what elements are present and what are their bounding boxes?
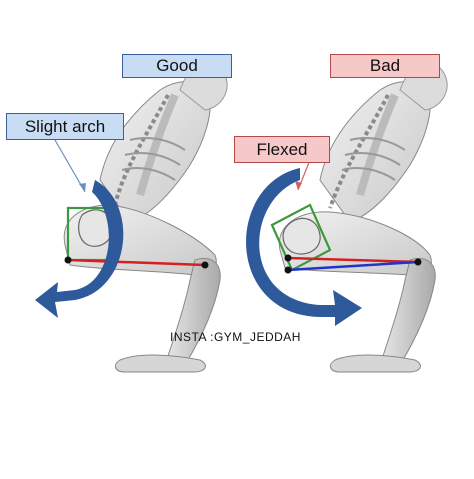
watermark-text: INSTA :GYM_JEDDAH [170,330,301,344]
slight-arch-label: Slight arch [6,113,124,140]
bad-label: Bad [330,54,440,78]
good-knee-dot [201,261,209,269]
slight-arch-pointer-head [79,183,86,192]
bad-hip-dot-lower [284,266,292,274]
slight-arch-pointer [54,139,86,193]
bad-blue-line [287,260,419,272]
bad-curve-arrow [246,168,362,326]
bad-red-line [287,256,419,264]
good-squat-figure [35,62,228,373]
bad-knee-dot [414,258,422,266]
good-curve-arrow [35,180,124,318]
flexed-pointer-head [295,181,302,190]
bad-hip-dot-upper [284,254,292,262]
bad-squat-figure [246,62,448,373]
flexed-label: Flexed [234,136,330,163]
good-label: Good [122,54,232,78]
good-red-line [67,258,206,267]
good-hip-dot [64,256,72,264]
bad-pelvis-box [270,203,332,272]
